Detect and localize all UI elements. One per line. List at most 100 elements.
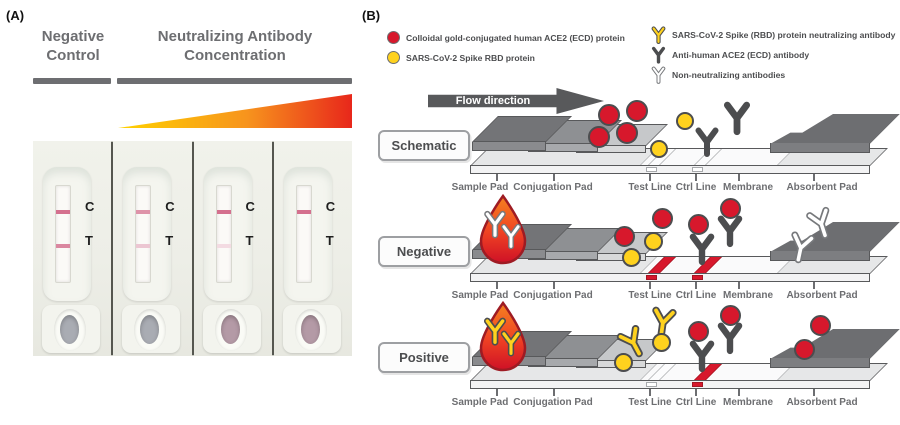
sample-well-plate (282, 305, 341, 353)
label-membrane: Membrane (722, 397, 774, 408)
gold-ace2-particle (614, 226, 635, 247)
test-line-front-mark (646, 167, 657, 173)
sample-well-plate (42, 305, 100, 353)
label-conjugation-pad: Conjugation Pad (513, 182, 593, 193)
sample-well-plate (122, 305, 181, 353)
gold-ace2-particle (688, 214, 709, 235)
t-label: T (325, 233, 334, 248)
label-sample-pad: Sample Pad (451, 290, 509, 301)
strip-positive: Sample Pad Conjugation Pad Test Line Ctr… (452, 300, 894, 415)
t-label: T (245, 233, 254, 248)
dark-antibody-icon (651, 46, 666, 64)
legend-item-spike-rbd: SARS-CoV-2 Spike RBD protein (387, 51, 535, 64)
absorbent-pad-top (770, 114, 900, 144)
control-line (296, 210, 311, 214)
legend-label: SARS-CoV-2 Spike (RBD) protein neutraliz… (672, 29, 896, 40)
anti-ace2-antibody (688, 232, 716, 264)
tick (496, 174, 498, 181)
gold-ace2-particle (720, 305, 741, 326)
control-line (136, 210, 151, 214)
tick (649, 174, 651, 181)
sample-well-inner (300, 315, 320, 344)
sample-well (54, 309, 86, 351)
cassette-mid-concentration: C T (193, 141, 272, 356)
tick (695, 389, 697, 396)
t-label: T (165, 233, 174, 248)
ctrl-line-front-mark (692, 275, 703, 281)
tick (649, 282, 651, 289)
sample-well (214, 309, 247, 351)
sample-well (134, 309, 167, 351)
label-absorbent-pad: Absorbent Pad (786, 397, 858, 408)
strip-edge (470, 165, 870, 175)
tick (496, 282, 498, 289)
tick (695, 282, 697, 289)
ctrl-line-front-mark (692, 382, 703, 388)
legend-label: SARS-CoV-2 Spike RBD protein (406, 52, 535, 63)
sample-well-inner (60, 315, 79, 344)
panel-a-label: (A) (6, 8, 25, 23)
ctrl-line-front-mark (692, 167, 703, 173)
sample-well-plate (202, 305, 261, 353)
test-line (56, 244, 70, 248)
gold-ace2-particle (652, 208, 673, 229)
sample-well (294, 309, 327, 351)
result-window (215, 185, 232, 283)
negative-control-bar (33, 78, 111, 84)
c-label: C (85, 199, 95, 214)
flow-direction-label: Flow direction (455, 95, 531, 107)
spike-rbd-particle (622, 248, 641, 267)
yellow-circle-icon (387, 51, 400, 64)
label-ctrl-line: Ctrl Line (675, 397, 717, 408)
row-tag-schematic: Schematic (378, 130, 470, 161)
cassette-high-concentration: C T (273, 141, 352, 356)
legend-item-neutralizing-ab: SARS-CoV-2 Spike (RBD) protein neutraliz… (651, 26, 895, 43)
legend-item-gold-ace2: Colloidal gold-conjugated human ACE2 (EC… (387, 31, 625, 44)
tick (649, 389, 651, 396)
absorbent-pad-front (770, 358, 870, 368)
tick (813, 174, 815, 181)
tick (553, 389, 555, 396)
tick (695, 174, 697, 181)
tick (813, 282, 815, 289)
spike-rbd-particle (652, 333, 671, 352)
anti-ace2-antibody (688, 339, 716, 371)
legend-item-non-neutralizing-ab: Non-neutralizing antibodies (651, 66, 786, 84)
gold-ace2-particle (794, 339, 815, 360)
tick (553, 282, 555, 289)
tick (738, 389, 740, 396)
sample-well-inner (140, 315, 160, 344)
c-label: C (165, 199, 175, 214)
cassette-negative-control: C T (33, 141, 112, 356)
sample-droplet-negative (474, 193, 532, 266)
label-absorbent-pad: Absorbent Pad (786, 290, 858, 301)
gold-ace2-particle (626, 100, 648, 122)
sample-pad-front (472, 142, 546, 151)
gold-ace2-particle (720, 198, 741, 219)
absorbent-pad-front (770, 143, 870, 153)
test-line (136, 244, 151, 248)
anti-ace2-antibody (722, 100, 752, 134)
legend-item-anti-ace2-ab: Anti-human ACE2 (ECD) antibody (651, 46, 809, 64)
tick (553, 174, 555, 181)
neutralizing-antibody (500, 330, 522, 355)
result-window (295, 185, 312, 283)
label-test-line: Test Line (628, 182, 672, 193)
t-label: T (85, 233, 93, 248)
cassette-low-concentration: C T (113, 141, 192, 356)
legend-label: Non-neutralizing antibodies (672, 69, 786, 80)
gold-ace2-particle (810, 315, 831, 336)
row-tag-negative: Negative (378, 236, 470, 267)
red-circle-icon (387, 31, 400, 44)
test-line-front-mark (646, 275, 657, 281)
absorbent-pad-front (770, 251, 870, 261)
label-test-line: Test Line (628, 290, 672, 301)
antibody-concentration-heading: Neutralizing Antibody Concentration (157, 28, 313, 64)
label-membrane: Membrane (722, 182, 774, 193)
absorbent-pad-top (770, 329, 900, 359)
label-conjugation-pad: Conjugation Pad (513, 290, 593, 301)
strip-edge (470, 380, 870, 390)
spike-rbd-particle (676, 112, 694, 130)
gold-ace2-particle (588, 126, 610, 148)
